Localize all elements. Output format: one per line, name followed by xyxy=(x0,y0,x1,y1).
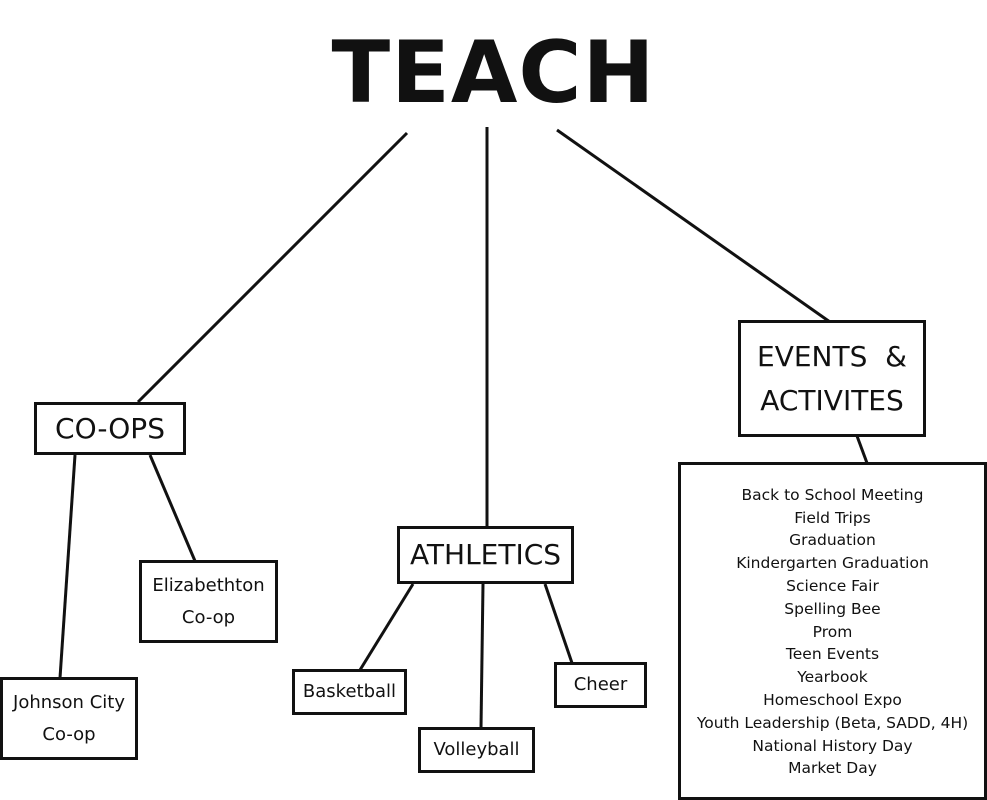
events-list-item: Spelling Bee xyxy=(784,599,881,618)
node-elizabethton-label-line1: Elizabethton xyxy=(152,574,265,596)
events-list-item: Homeschool Expo xyxy=(763,690,902,709)
node-basketball: Basketball xyxy=(292,669,407,715)
node-events-activities: EVENTS & ACTIVITES xyxy=(738,320,926,437)
node-events-label-line2: ACTIVITES xyxy=(760,383,904,417)
node-basketball-label: Basketball xyxy=(302,681,397,702)
events-list-item: Kindergarten Graduation xyxy=(736,554,929,573)
edge-coops-johnson-city xyxy=(58,454,77,679)
events-list-item: National History Day xyxy=(752,736,913,755)
node-athletics-label: ATHLETICS xyxy=(409,538,562,571)
node-johnson-city-label-line2: Co-op xyxy=(42,723,96,745)
edge-athletics-cheer xyxy=(543,583,574,664)
node-athletics: ATHLETICS xyxy=(397,526,574,584)
node-coops: CO-OPS xyxy=(34,402,186,455)
events-list-box: Back to School Meeting Field Trips Gradu… xyxy=(678,462,987,800)
diagram-title: TEACH xyxy=(331,23,656,123)
events-list-item: Prom xyxy=(812,622,853,641)
edge-coops-elizabethton xyxy=(148,454,197,562)
node-volleyball: Volleyball xyxy=(418,727,535,773)
events-list-item: Graduation xyxy=(789,531,876,550)
node-cheer-label: Cheer xyxy=(573,674,628,695)
node-elizabethton-label-line2: Co-op xyxy=(181,606,236,628)
events-list-item: Yearbook xyxy=(797,668,868,687)
node-volleyball-label: Volleyball xyxy=(433,739,520,760)
events-list-item: Teen Events xyxy=(785,645,880,664)
node-cheer: Cheer xyxy=(554,662,647,708)
node-elizabethton-coop: Elizabethton Co-op xyxy=(139,560,278,643)
node-johnson-city-label-line1: Johnson City xyxy=(13,691,125,713)
edge-teach-events xyxy=(556,128,831,324)
edge-athletics-basketball xyxy=(358,583,415,671)
events-list-item: Science Fair xyxy=(786,577,879,595)
events-list-item: Youth Leadership (Beta, SADD, 4H) xyxy=(696,713,969,732)
node-events-label-line1: EVENTS & xyxy=(757,339,907,373)
edge-events-list xyxy=(855,435,869,464)
events-list-item: Field Trips xyxy=(794,508,871,527)
node-johnson-city-coop: Johnson City Co-op xyxy=(0,677,138,760)
edge-athletics-volleyball xyxy=(479,583,485,729)
events-list-item: Back to School Meeting xyxy=(741,485,924,504)
node-coops-label: CO-OPS xyxy=(55,411,165,445)
events-list-item: Market Day xyxy=(788,759,877,778)
edge-teach-coops xyxy=(136,131,409,404)
